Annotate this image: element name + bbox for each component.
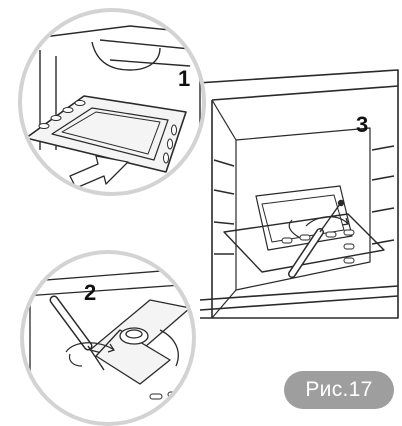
- screwdriver-icon-detail: [49, 295, 115, 371]
- step-number-3: 3: [356, 112, 369, 137]
- figure-caption: Рис.17: [305, 378, 373, 401]
- detail-circle-burner-screw: [20, 250, 196, 426]
- screwdriver-icon-main: [288, 199, 349, 278]
- oven-cavity-main-view: [119, 69, 399, 319]
- detail-circle-tray-removal: [18, 8, 206, 196]
- step-number-2: 2: [84, 280, 97, 305]
- step-number-1: 1: [178, 66, 191, 91]
- figure-caption-badge: Рис.17: [284, 371, 394, 409]
